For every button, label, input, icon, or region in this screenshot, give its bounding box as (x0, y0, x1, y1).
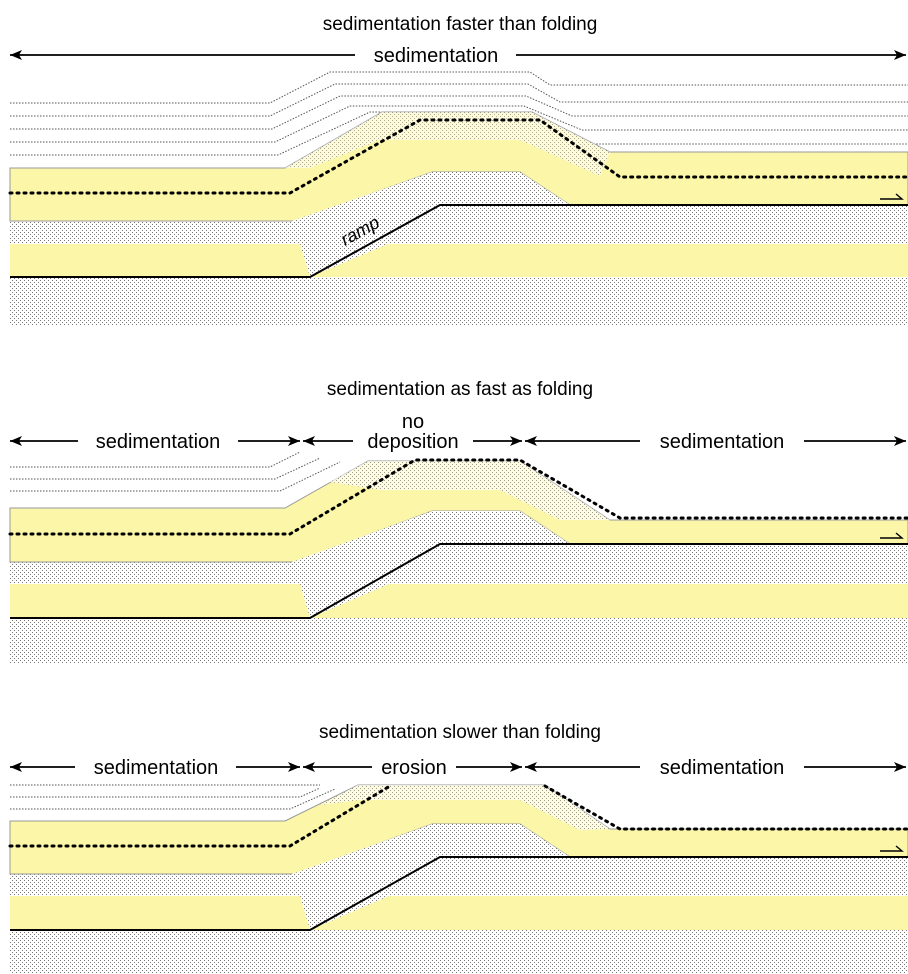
panel-2-marker-horizon (8, 458, 908, 536)
panel-1-sedimentation-label: sedimentation (374, 45, 499, 67)
panel-1-basement-sand (10, 277, 908, 325)
panel-3-fault (10, 856, 908, 931)
panel-3-left-label: sedimentation (94, 757, 219, 779)
panel-2-middle-label-2: deposition (367, 431, 458, 453)
panel-3-title: sedimentation slower than folding (319, 722, 601, 743)
panel-2-basement-sand (10, 618, 908, 664)
panel-2-fold-sand (292, 511, 908, 618)
panel-2-middle-label-1: no (402, 411, 424, 433)
panel-3-fold-sand (292, 824, 908, 930)
panel-1-title: sedimentation faster than folding (323, 14, 598, 35)
panel-3-slip-arrow (880, 845, 904, 852)
panel-3-lower-yellow (10, 896, 908, 930)
panel-3-middle-label: erosion (381, 757, 447, 779)
panel-2-slip-arrow (880, 532, 904, 539)
panel-2-left-label: sedimentation (96, 431, 221, 453)
panel-2-lower-yellow (10, 584, 908, 618)
panel-1-fold-sand (292, 172, 908, 277)
panel-3-top-sand (320, 785, 610, 830)
panel-1-lower-yellow (10, 244, 908, 277)
panel-1-thin-layers (10, 71, 908, 156)
panel-1-upper-sand (285, 112, 610, 176)
panel-3: sedimentation slower than folding sedime… (8, 722, 908, 974)
panel-3-thin-layers (10, 784, 336, 810)
panel-3-basement-sand (10, 930, 908, 974)
panel-2: sedimentation as fast as folding sedimen… (8, 379, 908, 664)
panel-1-lower-sand (10, 221, 908, 244)
panel-2-lower-sand (10, 562, 908, 584)
panel-1-marker-horizon (8, 118, 908, 195)
panel-2-fault (10, 543, 908, 619)
panel-1-fault (10, 204, 908, 278)
panel-2-title: sedimentation as fast as folding (327, 379, 593, 400)
panel-2-thin-layers (10, 451, 341, 492)
panel-3-lower-sand (10, 874, 908, 896)
panel-2-right-label: sedimentation (660, 431, 785, 453)
panel-3-marker-horizon (8, 784, 908, 848)
panel-1-slip-arrow (880, 193, 904, 200)
panel-3-right-label: sedimentation (660, 757, 785, 779)
panel-1: sedimentation faster than folding sedime… (8, 14, 908, 325)
panel-2-top-sand (330, 461, 610, 520)
